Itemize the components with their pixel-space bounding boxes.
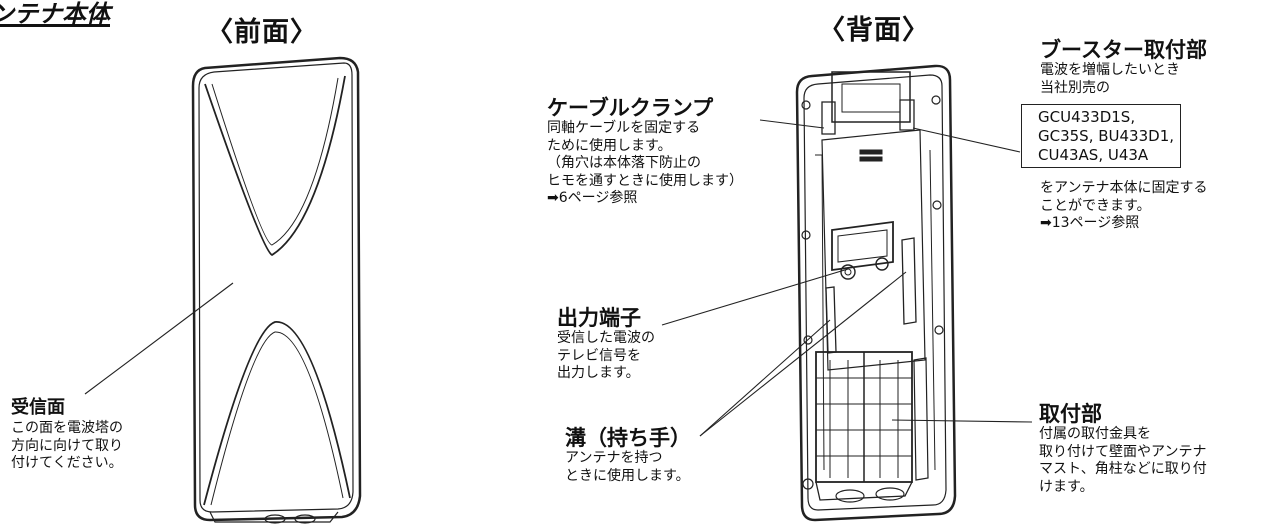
groove-label: 溝（持ち手） アンテナを持つ ときに使用します。 bbox=[565, 426, 691, 485]
front-view-drawing bbox=[191, 56, 362, 524]
cable-clamp-line: 同軸ケーブルを固定する bbox=[547, 120, 701, 136]
cable-clamp-label: ケーブルクランプ 同軸ケーブルを固定する ために使用します。 （角穴は本体落下防… bbox=[547, 96, 743, 208]
booster-mount-desc-after: をアンテナ本体に固定する ことができます。 ➡13ページ参照 bbox=[1040, 180, 1207, 233]
mount-part-line: 付属の取付金具を bbox=[1039, 426, 1151, 442]
output-terminal-line: 受信した電波の bbox=[557, 330, 655, 346]
groove-line: アンテナを持つ bbox=[565, 450, 663, 466]
booster-mount-line: をアンテナ本体に固定する bbox=[1040, 180, 1208, 196]
booster-models-box: GCU433D1S, GC35S, BU433D1, CU43AS, U43A bbox=[1021, 104, 1182, 168]
cable-clamp-line: （角穴は本体落下防止の bbox=[547, 155, 701, 171]
groove-desc: アンテナを持つ ときに使用します。 bbox=[565, 450, 691, 485]
booster-mount-line: 電波を増幅したいとき bbox=[1040, 62, 1180, 78]
receiving-face-title: 受信面 bbox=[11, 397, 65, 418]
receiving-face-line: この面を電波塔の bbox=[11, 420, 123, 436]
booster-mount-line: ことができます。 bbox=[1040, 197, 1151, 214]
booster-mount-label: ブースター取付部 電波を増幅したいとき 当社別売の bbox=[1040, 38, 1207, 97]
mount-part-title: 取付部 bbox=[1039, 402, 1102, 426]
mount-part-line: マスト、角柱などに取り付 bbox=[1039, 461, 1207, 477]
output-terminal-line: テレビ信号を bbox=[557, 347, 641, 364]
back-view-drawing bbox=[795, 64, 957, 522]
output-terminal-line: 出力します。 bbox=[557, 365, 640, 381]
booster-model: GCU433D1S, bbox=[1038, 108, 1136, 126]
leader-lines bbox=[84, 119, 1033, 437]
receiving-face-line: 方向に向けて取り bbox=[11, 437, 123, 454]
booster-mount-line: ➡13ページ参照 bbox=[1040, 215, 1140, 231]
back-view-title: 〈背面〉 bbox=[818, 15, 930, 46]
output-terminal-desc: 受信した電波の テレビ信号を 出力します。 bbox=[557, 330, 655, 383]
cable-clamp-line: ために使用します。 bbox=[547, 137, 672, 154]
output-terminal-title: 出力端子 bbox=[557, 306, 641, 330]
receiving-face-desc: この面を電波塔の 方向に向けて取り 付けてください。 bbox=[11, 420, 123, 473]
receiving-face-label: 受信面 この面を電波塔の 方向に向けて取り 付けてください。 bbox=[11, 396, 123, 473]
cable-clamp-title: ケーブルクランプ bbox=[547, 96, 714, 120]
mount-part-line: 取り付けて壁面やアンテナ bbox=[1039, 443, 1207, 460]
booster-mount-desc: 電波を増幅したいとき 当社別売の bbox=[1040, 62, 1207, 97]
front-view-title: 〈前面〉 bbox=[206, 17, 318, 48]
booster-mount-title: ブースター取付部 bbox=[1040, 38, 1207, 62]
groove-title: 溝（持ち手） bbox=[565, 426, 691, 450]
receiving-face-line: 付けてください。 bbox=[11, 455, 123, 471]
section-title: ンテナ本体 bbox=[0, 0, 110, 28]
cable-clamp-line: ➡6ページ参照 bbox=[547, 190, 638, 206]
cable-clamp-desc: 同軸ケーブルを固定する ために使用します。 （角穴は本体落下防止の ヒモを通すと… bbox=[547, 120, 743, 208]
mount-part-label: 取付部 付属の取付金具を 取り付けて壁面やアンテナ マスト、角柱などに取り付 け… bbox=[1039, 402, 1207, 496]
booster-model: CU43AS, U43A bbox=[1038, 146, 1149, 164]
mount-part-desc: 付属の取付金具を 取り付けて壁面やアンテナ マスト、角柱などに取り付 けます。 bbox=[1039, 426, 1207, 496]
cable-clamp-line: ヒモを通すときに使用します） bbox=[547, 172, 743, 189]
groove-line: ときに使用します。 bbox=[565, 467, 690, 484]
booster-mount-line: 当社別売の bbox=[1040, 79, 1110, 96]
output-terminal-label: 出力端子 受信した電波の テレビ信号を 出力します。 bbox=[557, 306, 655, 383]
mount-part-line: けます。 bbox=[1039, 478, 1094, 495]
booster-model: GC35S, BU433D1, bbox=[1038, 127, 1175, 145]
